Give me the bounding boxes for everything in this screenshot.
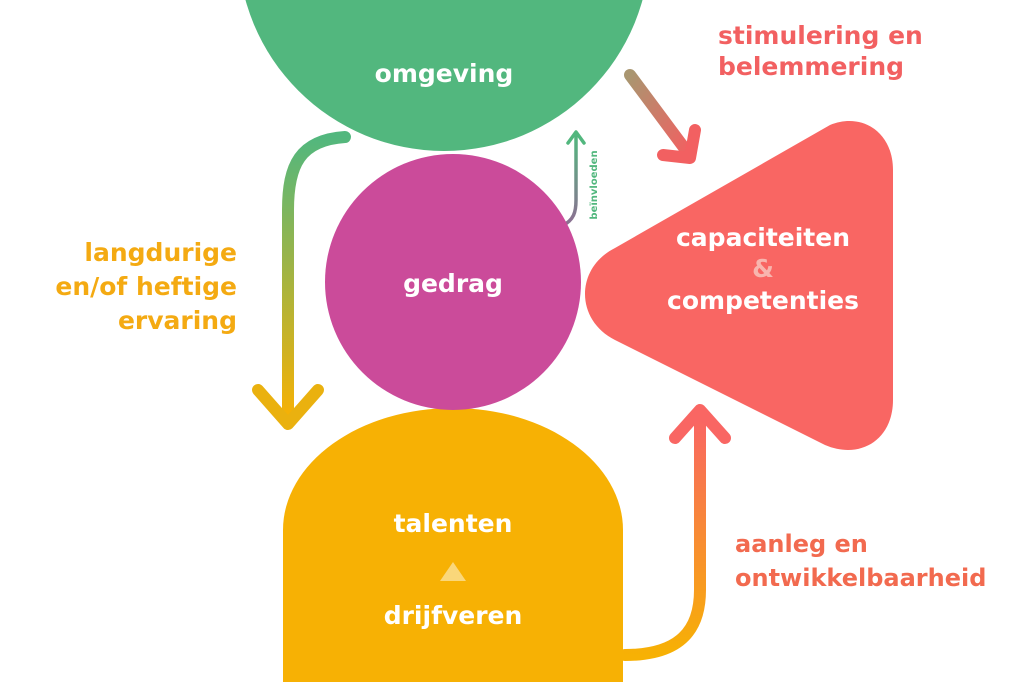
- stimulering-label: stimulering en belemmering: [718, 20, 958, 83]
- omgeving-node: [245, 0, 643, 151]
- capaciteiten-label: capaciteiten & competenties: [648, 222, 878, 316]
- beinvloeden-label: beïnvloeden: [589, 150, 600, 219]
- ampersand: &: [752, 254, 774, 284]
- talenten-node: [283, 408, 623, 682]
- aanleg-line2: ontwikkelbaarheid: [735, 563, 987, 592]
- capaciteiten-line1: capaciteiten: [675, 223, 851, 252]
- beinvloeden-arrow: [560, 130, 586, 228]
- talenten-label: talenten: [393, 509, 513, 538]
- stimulering-arrow: [624, 69, 701, 164]
- stimulering-line1: stimulering en: [718, 21, 923, 50]
- drijfveren-label: drijfveren: [383, 601, 523, 630]
- aanleg-arrow: [619, 404, 731, 661]
- langdurig-arrow: [252, 131, 351, 430]
- gedrag-label: gedrag: [403, 269, 503, 298]
- talenten-triangle-icon: [440, 562, 466, 581]
- stimulering-line2: belemmering: [718, 52, 905, 82]
- capaciteiten-line2: competenties: [667, 285, 859, 315]
- aanleg-label: aanleg en ontwikkelbaarheid: [735, 528, 1020, 595]
- gedrag-node: [325, 154, 581, 410]
- langdurig-label: langdurige en/of heftige ervaring: [30, 236, 237, 337]
- omgeving-label: omgeving: [374, 59, 514, 88]
- langdurig-line2: en/of heftige: [55, 271, 237, 301]
- capaciteiten-node: [585, 121, 893, 450]
- aanleg-line1: aanleg en: [735, 530, 868, 558]
- langdurig-line1: langdurige: [84, 238, 237, 267]
- langdurig-line3: ervaring: [117, 305, 237, 335]
